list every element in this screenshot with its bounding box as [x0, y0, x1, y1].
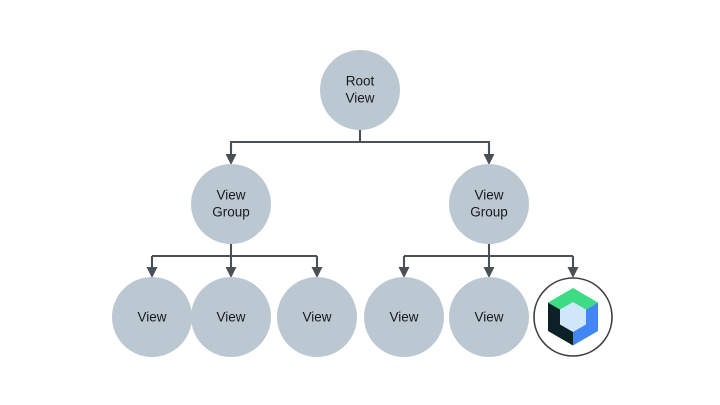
- view-leaf-2-circle[interactable]: [191, 277, 271, 357]
- node-view-leaf-3[interactable]: View: [277, 277, 357, 357]
- view-leaf-4-circle[interactable]: [364, 277, 444, 357]
- connector-group-root: [225, 130, 495, 165]
- root-view-circle[interactable]: [320, 50, 400, 130]
- arrowhead-leaf-4: [398, 267, 410, 278]
- arrowhead-leaf-3: [311, 267, 323, 278]
- arrowhead-leaf-2: [225, 267, 237, 278]
- compose-cube-center-hex: [560, 302, 586, 332]
- arrowhead-group-left: [225, 154, 237, 165]
- view-group-right-circle[interactable]: [449, 164, 529, 244]
- view-leaf-1-circle[interactable]: [112, 277, 192, 357]
- jetpack-compose-logo: [548, 288, 598, 346]
- node-view-leaf-2[interactable]: View: [191, 277, 271, 357]
- view-group-left-circle[interactable]: [191, 164, 271, 244]
- node-view-leaf-1[interactable]: View: [112, 277, 192, 357]
- arrowhead-compose: [567, 267, 579, 278]
- node-view-leaf-4[interactable]: View: [364, 277, 444, 357]
- node-root-view[interactable]: Root View: [320, 50, 400, 130]
- node-view-group-right[interactable]: View Group: [449, 164, 529, 244]
- edge-root-to-group-left: [229, 130, 362, 157]
- node-compose[interactable]: [533, 277, 613, 357]
- arrowhead-leaf-1: [146, 267, 158, 278]
- node-view-leaf-5[interactable]: View: [449, 277, 529, 357]
- view-leaf-3-circle[interactable]: [277, 277, 357, 357]
- arrowhead-group-right: [483, 154, 495, 165]
- node-view-group-left[interactable]: View Group: [191, 164, 271, 244]
- arrowhead-leaf-5: [483, 267, 495, 278]
- connector-group-left-children: [146, 244, 323, 278]
- view-leaf-5-circle[interactable]: [449, 277, 529, 357]
- connector-group-right-children: [398, 244, 579, 278]
- edge-root-to-group-right: [360, 140, 491, 157]
